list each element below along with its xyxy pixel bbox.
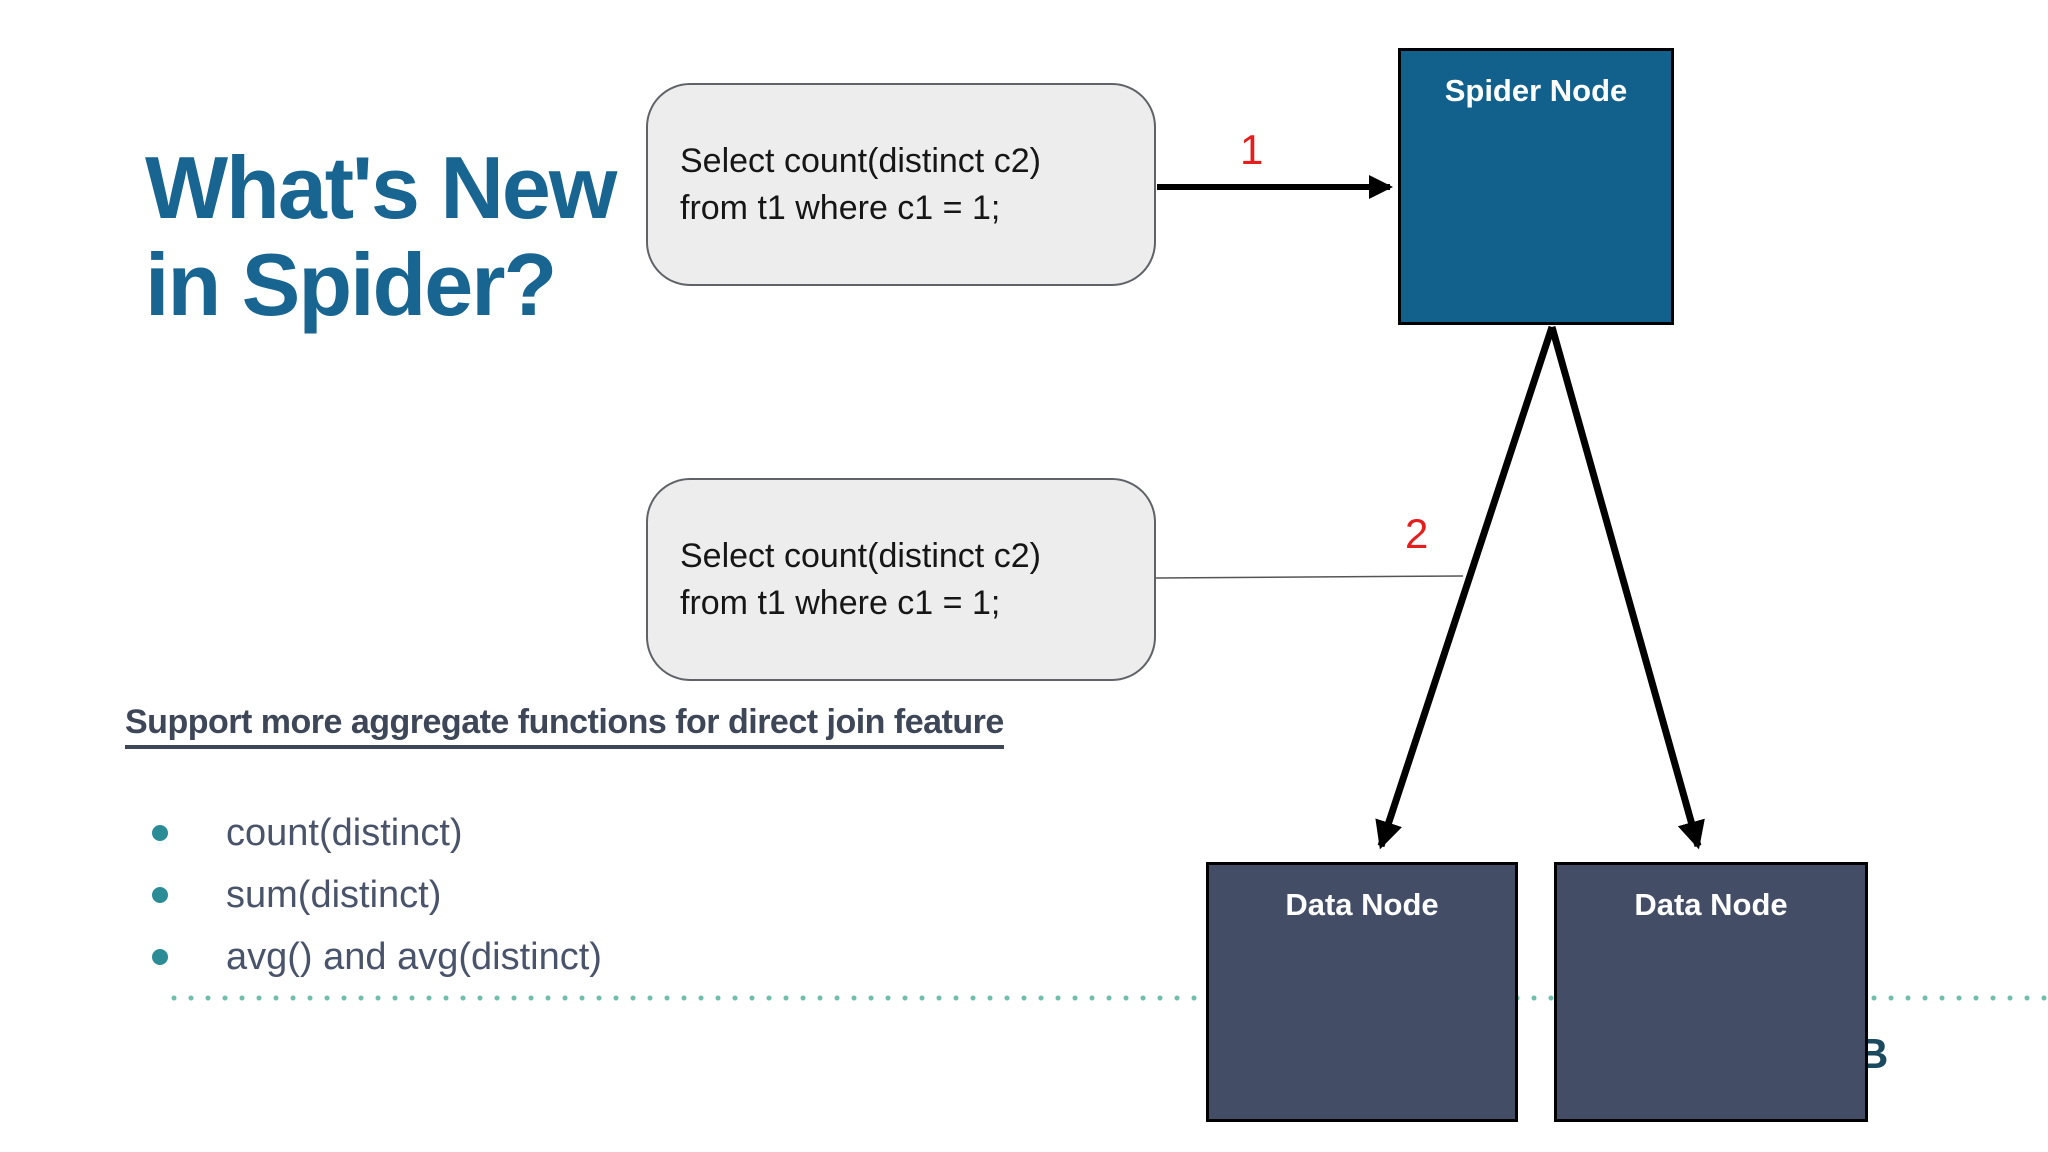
slide-title: What's New in Spider?: [145, 138, 617, 334]
bullet-text: avg() and avg(distinct): [226, 935, 602, 978]
data-node-right-box: Data Node: [1554, 862, 1868, 1122]
data-node-left-label: Data Node: [1285, 887, 1439, 922]
bullet-text: sum(distinct): [226, 873, 442, 916]
bullet-text: count(distinct): [226, 811, 463, 854]
dotted-divider-line: [170, 994, 2048, 1002]
bullet-dot-icon: [152, 949, 168, 965]
list-item: sum(distinct): [144, 864, 602, 926]
connector-query2-line: [1155, 575, 1464, 579]
query-box-2-text: Select count(distinct c2) from t1 where …: [680, 537, 1041, 622]
bullet-list: count(distinct) sum(distinct) avg() and …: [144, 802, 602, 988]
bullet-dot-icon: [152, 825, 168, 841]
list-item: count(distinct): [144, 802, 602, 864]
data-node-right-label: Data Node: [1634, 887, 1788, 922]
bullet-dot-icon: [152, 887, 168, 903]
arrow-spider-to-left-data-node: [1375, 325, 1556, 850]
section-heading: Support more aggregate functions for dir…: [125, 703, 1004, 749]
query-box-1: Select count(distinct c2) from t1 where …: [646, 83, 1156, 286]
data-node-left-box: Data Node: [1206, 862, 1518, 1122]
step-label-2: 2: [1405, 510, 1429, 557]
step-label-1: 1: [1240, 126, 1264, 173]
list-item: avg() and avg(distinct): [144, 926, 602, 988]
arrow-spider-to-right-data-node: [1548, 326, 1705, 850]
spider-node-box: Spider Node: [1398, 48, 1674, 325]
query-box-2: Select count(distinct c2) from t1 where …: [646, 478, 1156, 681]
query-box-1-text: Select count(distinct c2) from t1 where …: [680, 142, 1041, 227]
spider-node-label: Spider Node: [1444, 73, 1628, 108]
